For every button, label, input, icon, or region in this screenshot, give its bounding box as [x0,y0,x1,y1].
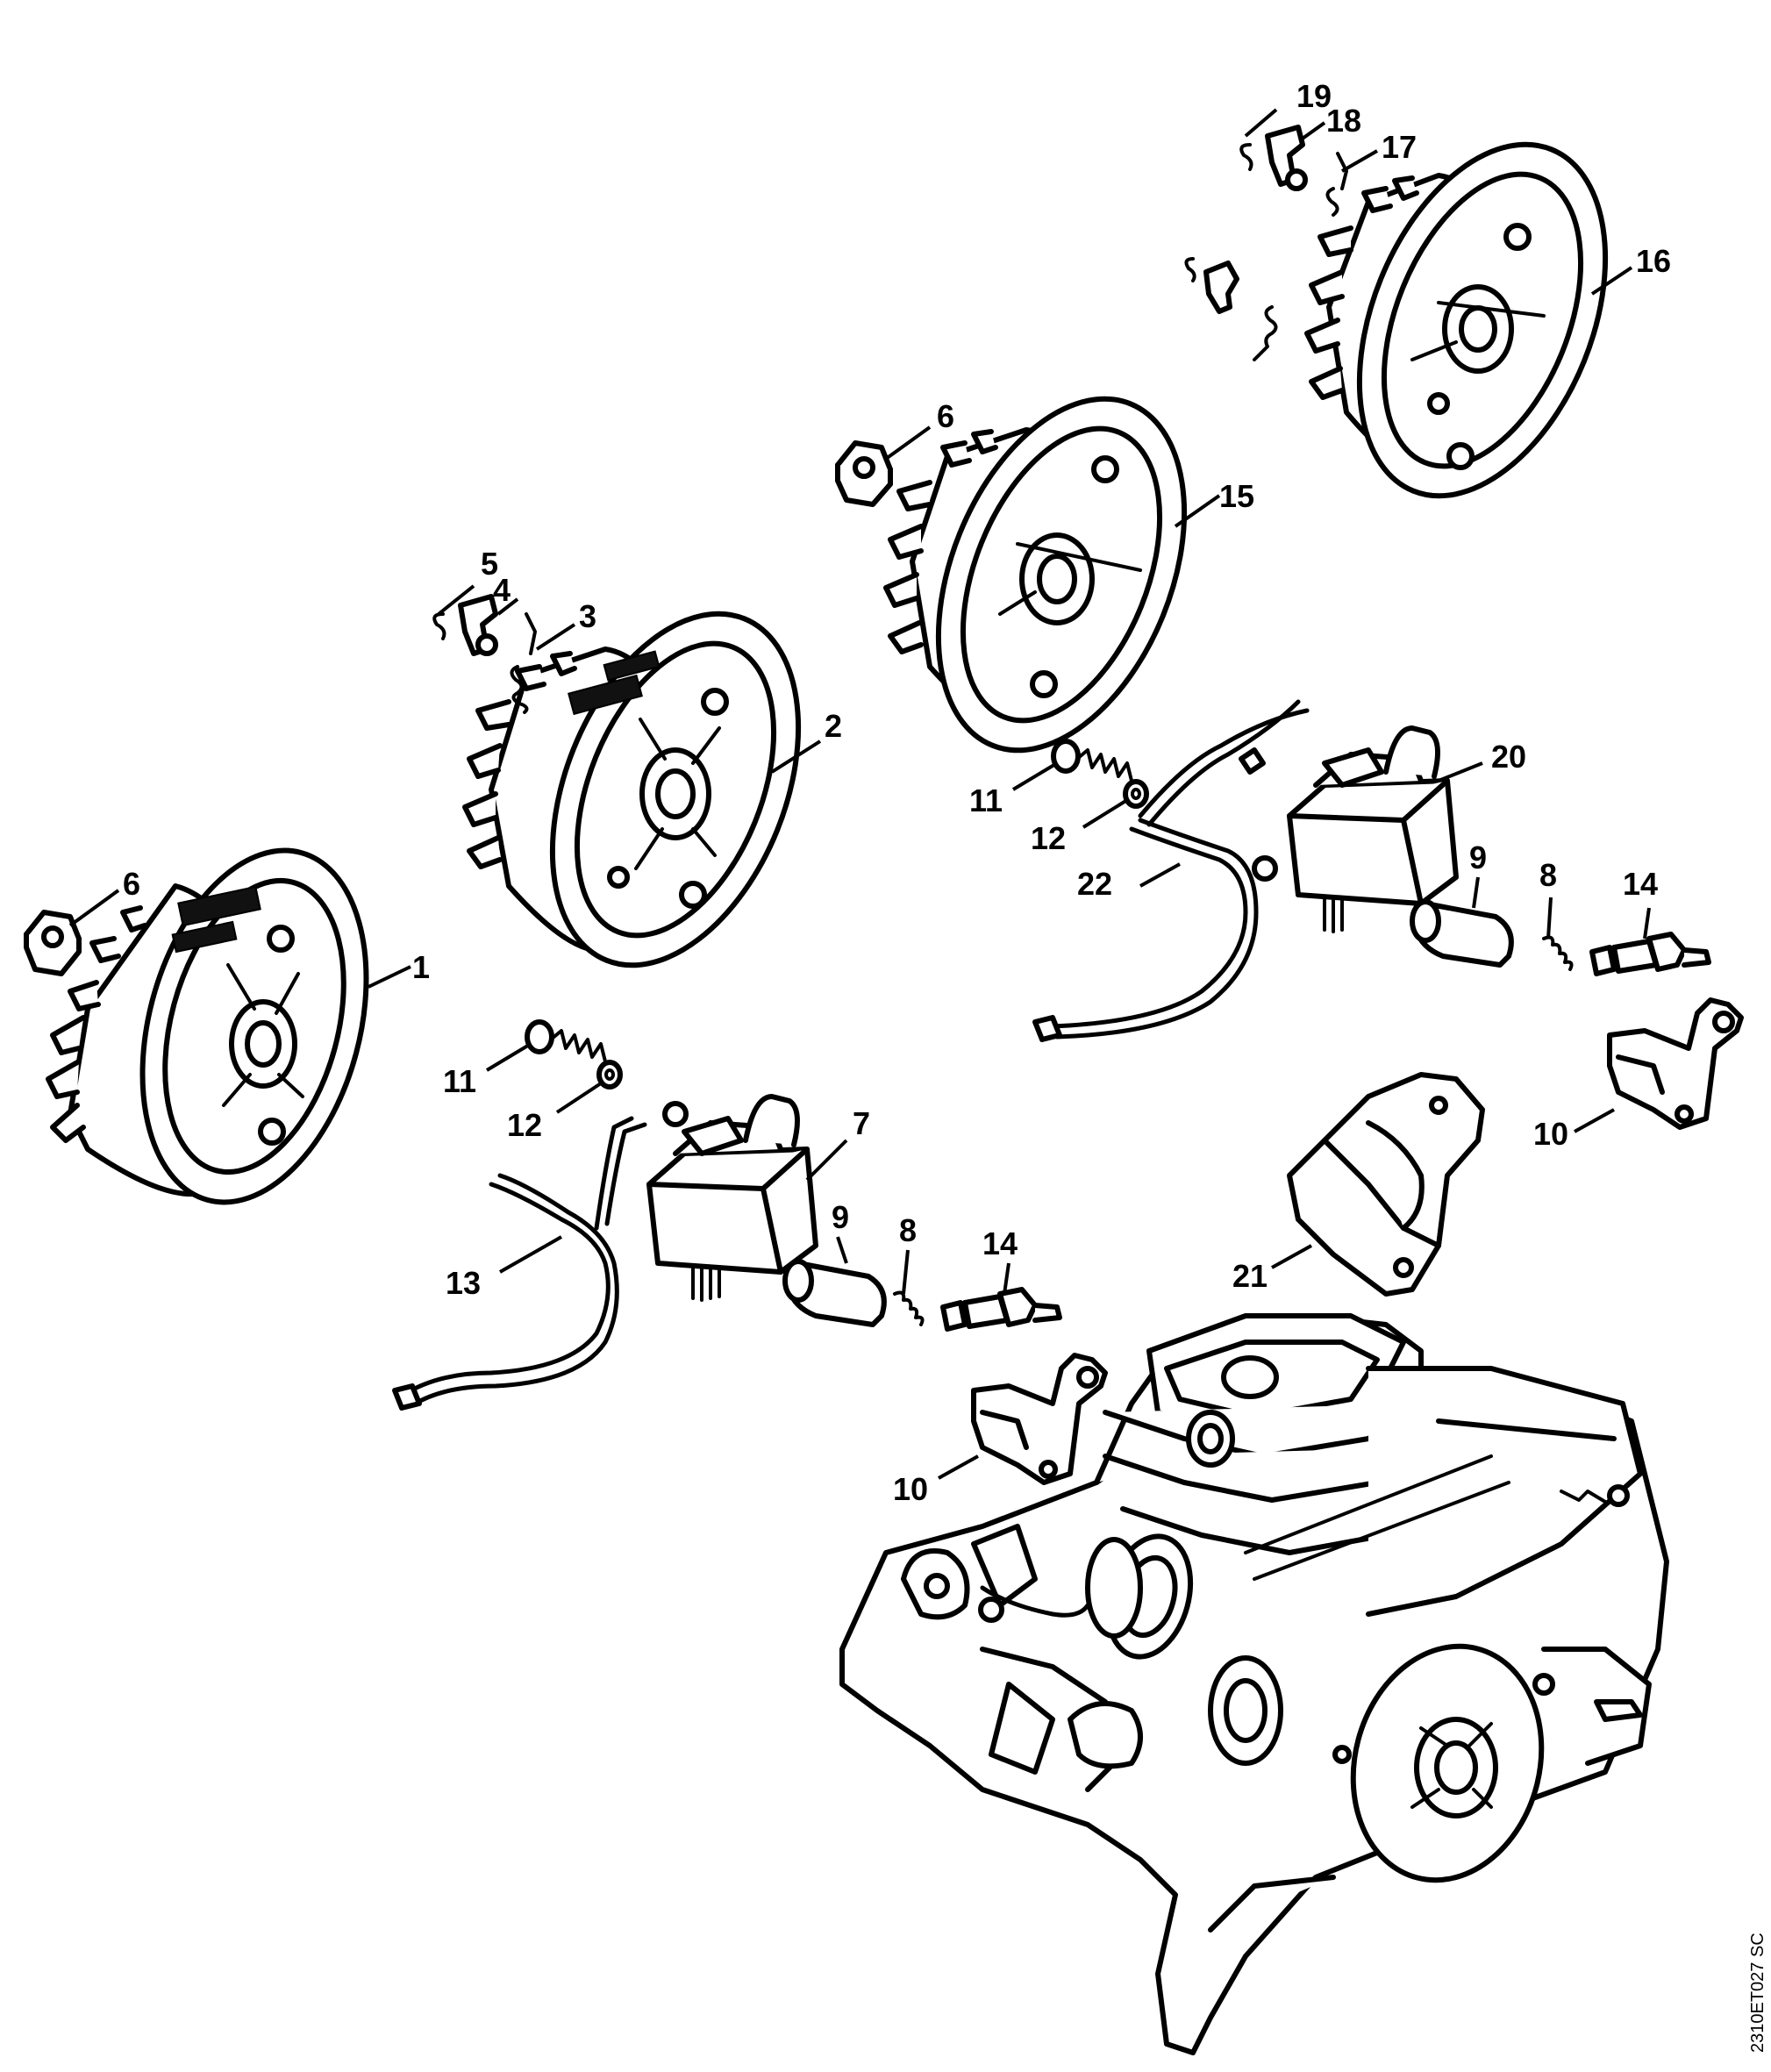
callout-15: 15 [1219,478,1254,514]
callout-10-right: 10 [1533,1116,1568,1152]
callout-10-left: 10 [893,1471,928,1507]
callout-1: 1 [412,949,430,985]
callout-19: 19 [1296,78,1332,114]
nut-part-6-upper [835,440,893,507]
callout-8-left: 8 [899,1212,917,1248]
callout-18: 18 [1326,103,1361,139]
spark-plug-boot-part-9-right [1410,899,1514,968]
callout-11-right: 11 [969,782,1003,818]
ignition-module-part-7 [646,1094,818,1302]
callout-14-left: 14 [982,1225,1018,1261]
cover-part-21 [1287,1072,1485,1297]
pawl-assembly-parts-3-5 [432,594,537,714]
callout-21: 21 [1232,1258,1268,1294]
washer-part-12-right [1123,779,1149,809]
nut-part-6-left [24,910,82,976]
callout-12-right: 12 [1031,820,1066,856]
bracket-part-10-right [1607,997,1744,1130]
callout-6-left: 6 [123,866,140,902]
callout-3: 3 [579,598,596,634]
callout-2: 2 [825,708,842,744]
callout-20: 20 [1491,739,1526,775]
callout-11-left: 11 [443,1063,476,1099]
callout-9-right: 9 [1469,840,1487,875]
callout-14-right: 14 [1623,866,1658,902]
engine-housing [839,1313,1669,2055]
spark-plug-part-14-left [940,1287,1062,1332]
callout-16: 16 [1636,243,1671,279]
callout-6-upper: 6 [937,398,954,434]
callout-17: 17 [1382,129,1417,165]
washer-part-12-left [596,1060,623,1090]
flywheel-part-16 [1304,141,1609,499]
callout-9-left: 9 [832,1199,849,1235]
document-code: 2310ET027 SC [1748,1933,1767,2053]
bracket-part-10-left [971,1353,1108,1485]
callout-5: 5 [481,546,498,582]
callout-8-right: 8 [1539,857,1557,893]
flywheel-part-15 [883,396,1188,754]
flywheel-part-1 [46,847,369,1205]
spark-plug-boot-part-9-left [782,1259,887,1327]
callout-labels: 1 2 3 4 5 6 6 7 8 8 9 9 10 10 11 11 12 1… [123,78,1671,1507]
callout-7: 7 [853,1105,870,1141]
screw-part-11-right [1051,739,1133,782]
wire-harness-part-22 [1032,699,1310,1042]
spring-part-8-right [1542,935,1574,971]
screw-part-11-left [525,1019,607,1063]
spring-part-8-left [893,1290,925,1326]
flywheel-part-2 [462,611,802,968]
callout-12-left: 12 [507,1107,542,1143]
callout-13: 13 [446,1265,481,1301]
pawl-assembly-parts-17-19 [1184,125,1348,361]
wire-harness-part-13 [392,1101,689,1411]
spark-plug-part-14-right [1589,932,1711,976]
callout-22: 22 [1077,866,1112,902]
leader-lines [68,108,1651,1480]
ignition-module-part-20 [1287,725,1459,933]
callout-4: 4 [493,572,511,608]
